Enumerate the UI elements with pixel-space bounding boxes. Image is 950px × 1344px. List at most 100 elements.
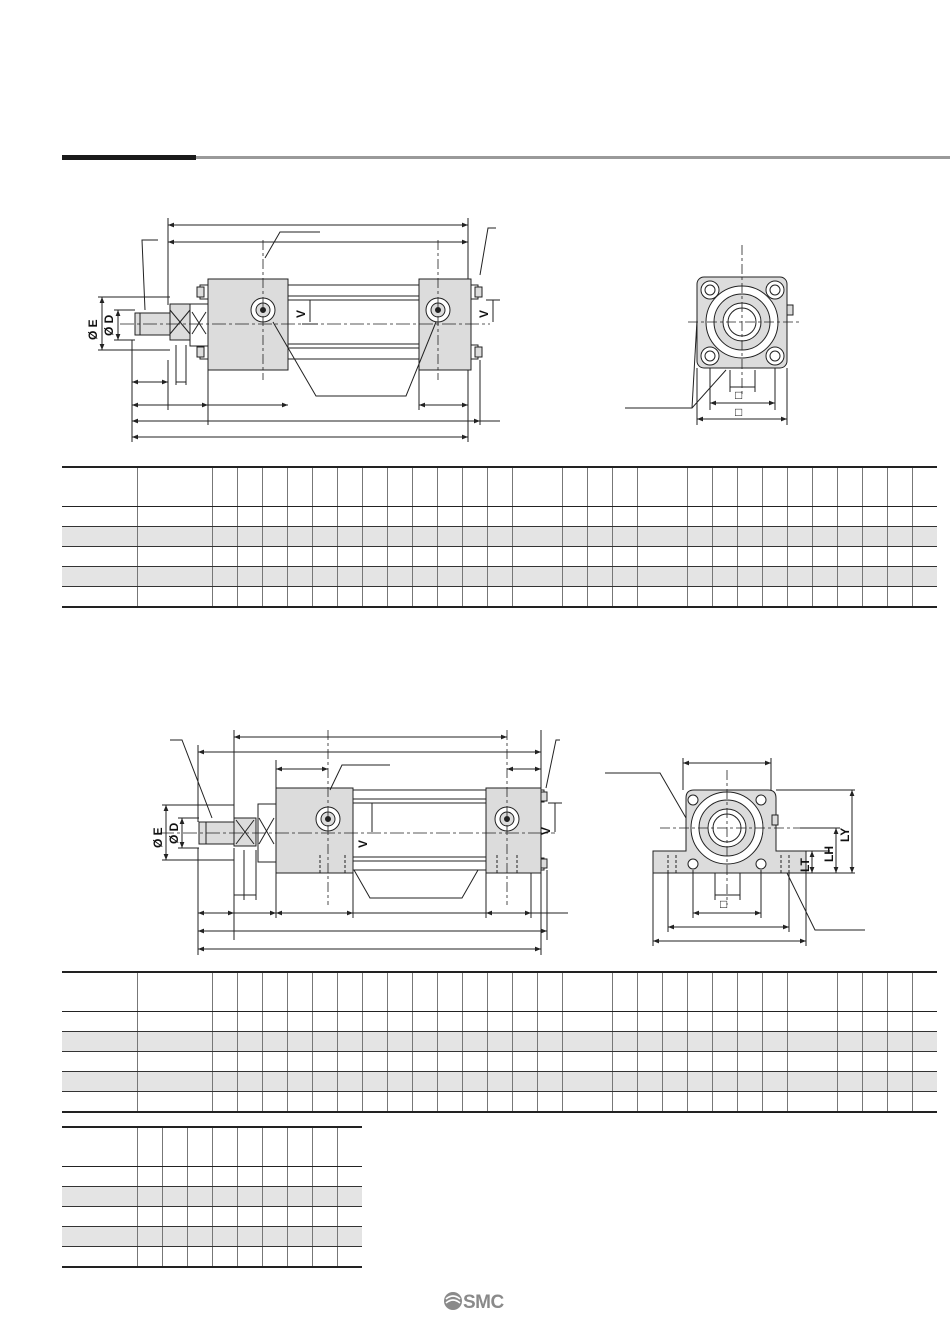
table-cell xyxy=(836,586,862,608)
table-cell xyxy=(411,1011,437,1032)
table-cell xyxy=(136,1051,212,1072)
table-cell xyxy=(286,1206,312,1227)
table-cell xyxy=(636,586,687,608)
table-cell xyxy=(711,546,737,567)
table-cell xyxy=(436,1071,462,1092)
table-cell xyxy=(161,1206,187,1227)
table-cell xyxy=(686,971,712,1012)
table-cell xyxy=(536,1031,562,1052)
table-cell xyxy=(536,1071,562,1092)
table-cell xyxy=(861,1051,887,1072)
table-cell xyxy=(286,1126,312,1167)
table-cell xyxy=(611,506,637,527)
table-cell xyxy=(311,506,337,527)
table-cell xyxy=(861,1011,887,1032)
table-cell xyxy=(211,1126,237,1167)
table-cell xyxy=(136,1246,162,1268)
label-v-2b: V xyxy=(539,827,553,835)
table-cell xyxy=(461,526,487,547)
table-cell xyxy=(486,971,512,1012)
table-cell xyxy=(486,566,512,587)
table-cell xyxy=(561,1031,612,1052)
table-cell xyxy=(711,506,737,527)
table-cell xyxy=(62,586,137,608)
table-cell xyxy=(886,1071,912,1092)
table-cell xyxy=(561,1011,612,1032)
table-cell xyxy=(786,526,812,547)
label-phi-d-1: Ø D xyxy=(102,314,116,336)
table-cell xyxy=(861,1031,887,1052)
table-cell xyxy=(436,586,462,608)
table-cell xyxy=(211,1051,237,1072)
table-cell xyxy=(62,546,137,567)
table-cell xyxy=(236,1126,262,1167)
table-cell xyxy=(411,971,437,1012)
table-cell xyxy=(761,1011,787,1032)
table-cell xyxy=(911,526,937,547)
table-cell xyxy=(386,1051,412,1072)
table-cell xyxy=(386,1071,412,1092)
table-cell xyxy=(236,1071,262,1092)
table-cell xyxy=(161,1186,187,1207)
table-cell xyxy=(686,526,712,547)
table-cell xyxy=(836,1031,862,1052)
table-cell xyxy=(561,566,587,587)
smc-logo: SMC xyxy=(444,1292,505,1313)
table-cell xyxy=(236,1186,262,1207)
table-cell xyxy=(836,1051,862,1072)
table-cell xyxy=(561,526,587,547)
table-cell xyxy=(361,546,387,567)
table-cell xyxy=(136,506,212,527)
table-cell xyxy=(611,971,637,1012)
table-cell xyxy=(561,586,587,608)
table-cell xyxy=(62,566,137,587)
table-cell xyxy=(286,526,312,547)
table-cell xyxy=(886,1011,912,1032)
table-cell xyxy=(711,586,737,608)
table-cell xyxy=(461,971,487,1012)
table-cell xyxy=(286,1071,312,1092)
table-cell xyxy=(62,1166,137,1187)
table-cell xyxy=(636,971,662,1012)
table-cell xyxy=(311,1126,337,1167)
table-cell xyxy=(861,526,887,547)
table-cell xyxy=(386,566,412,587)
table-cell xyxy=(736,971,762,1012)
label-square-1a: □ xyxy=(735,388,742,402)
table-cell xyxy=(311,546,337,567)
table-row xyxy=(62,506,937,527)
table-cell xyxy=(661,1031,687,1052)
table-cell xyxy=(286,1031,312,1052)
table-row xyxy=(62,1226,362,1247)
table-cell xyxy=(211,1031,237,1052)
table-cell xyxy=(761,1031,787,1052)
table-cell xyxy=(586,566,612,587)
table-cell xyxy=(786,586,812,608)
table-cell xyxy=(236,1226,262,1247)
table-cell xyxy=(886,466,912,507)
table-cell xyxy=(436,1051,462,1072)
table-cell xyxy=(336,1246,362,1268)
table-cell xyxy=(736,466,762,507)
table-cell xyxy=(686,1091,712,1113)
table-cell xyxy=(511,586,562,608)
table-cell xyxy=(62,1126,137,1167)
table-cell xyxy=(461,586,487,608)
table-row xyxy=(62,1246,362,1268)
label-v-1a: V xyxy=(294,310,308,318)
table-cell xyxy=(336,1206,362,1227)
table-cell xyxy=(486,1071,512,1092)
table-cell xyxy=(486,546,512,567)
label-v-2a: V xyxy=(356,840,370,848)
table-cell xyxy=(736,1071,762,1092)
table-cell xyxy=(786,971,837,1012)
table-cell xyxy=(786,1011,837,1032)
table-cell xyxy=(336,546,362,567)
table-cell xyxy=(886,566,912,587)
table-cell xyxy=(411,586,437,608)
table-cell xyxy=(861,1071,887,1092)
table-cell xyxy=(336,1091,362,1113)
table-cell xyxy=(561,971,612,1012)
table-cell xyxy=(386,1011,412,1032)
table-cell xyxy=(311,1166,337,1187)
